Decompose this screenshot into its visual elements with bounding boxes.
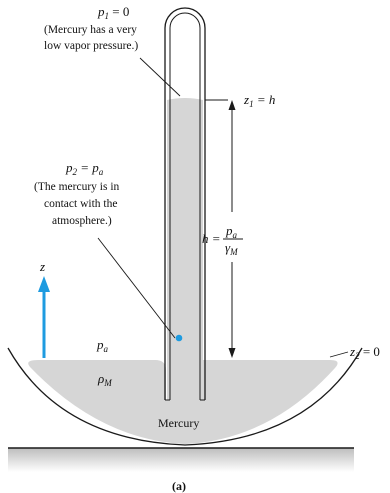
z-axis-arrowhead bbox=[38, 276, 50, 292]
point-2-marker bbox=[175, 334, 183, 342]
p1-label: p1 = 0 bbox=[97, 4, 129, 21]
h-arrow-down bbox=[228, 348, 236, 358]
p2-note-line3: atmosphere.) bbox=[52, 215, 112, 227]
z1-label: z1 = h bbox=[243, 92, 275, 109]
glass-tube bbox=[164, 7, 206, 400]
p1-note-line1: (Mercury has a very bbox=[44, 24, 137, 36]
mercury-pool bbox=[28, 360, 338, 444]
mercury-label: Mercury bbox=[158, 416, 199, 430]
p1-note-line2: low vapor pressure.) bbox=[44, 40, 138, 52]
figure-caption: (a) bbox=[172, 479, 186, 493]
h-arrow-up bbox=[228, 100, 236, 110]
p2-label: p2 = pa bbox=[65, 160, 104, 177]
p2-note-line1: (The mercury is in bbox=[34, 181, 120, 193]
density-label: ρM bbox=[97, 371, 112, 388]
glass-tube-inner bbox=[169, 12, 201, 400]
h-denominator: γM bbox=[225, 240, 238, 257]
z-axis-label: z bbox=[39, 259, 45, 274]
floor-shadow bbox=[8, 448, 354, 472]
z2-label: z2 = 0 bbox=[349, 344, 380, 361]
h-label: h = bbox=[202, 231, 221, 246]
p2-leader-line bbox=[97, 237, 176, 339]
p2-note-line2: contact with the bbox=[44, 198, 117, 210]
pa-label: pa bbox=[96, 337, 109, 354]
mercury-column bbox=[167, 98, 203, 400]
h-numerator: pa bbox=[225, 223, 238, 240]
p1-leader-line bbox=[139, 57, 181, 97]
reservoir-bowl bbox=[7, 347, 363, 446]
z2-leader-line bbox=[329, 351, 349, 358]
